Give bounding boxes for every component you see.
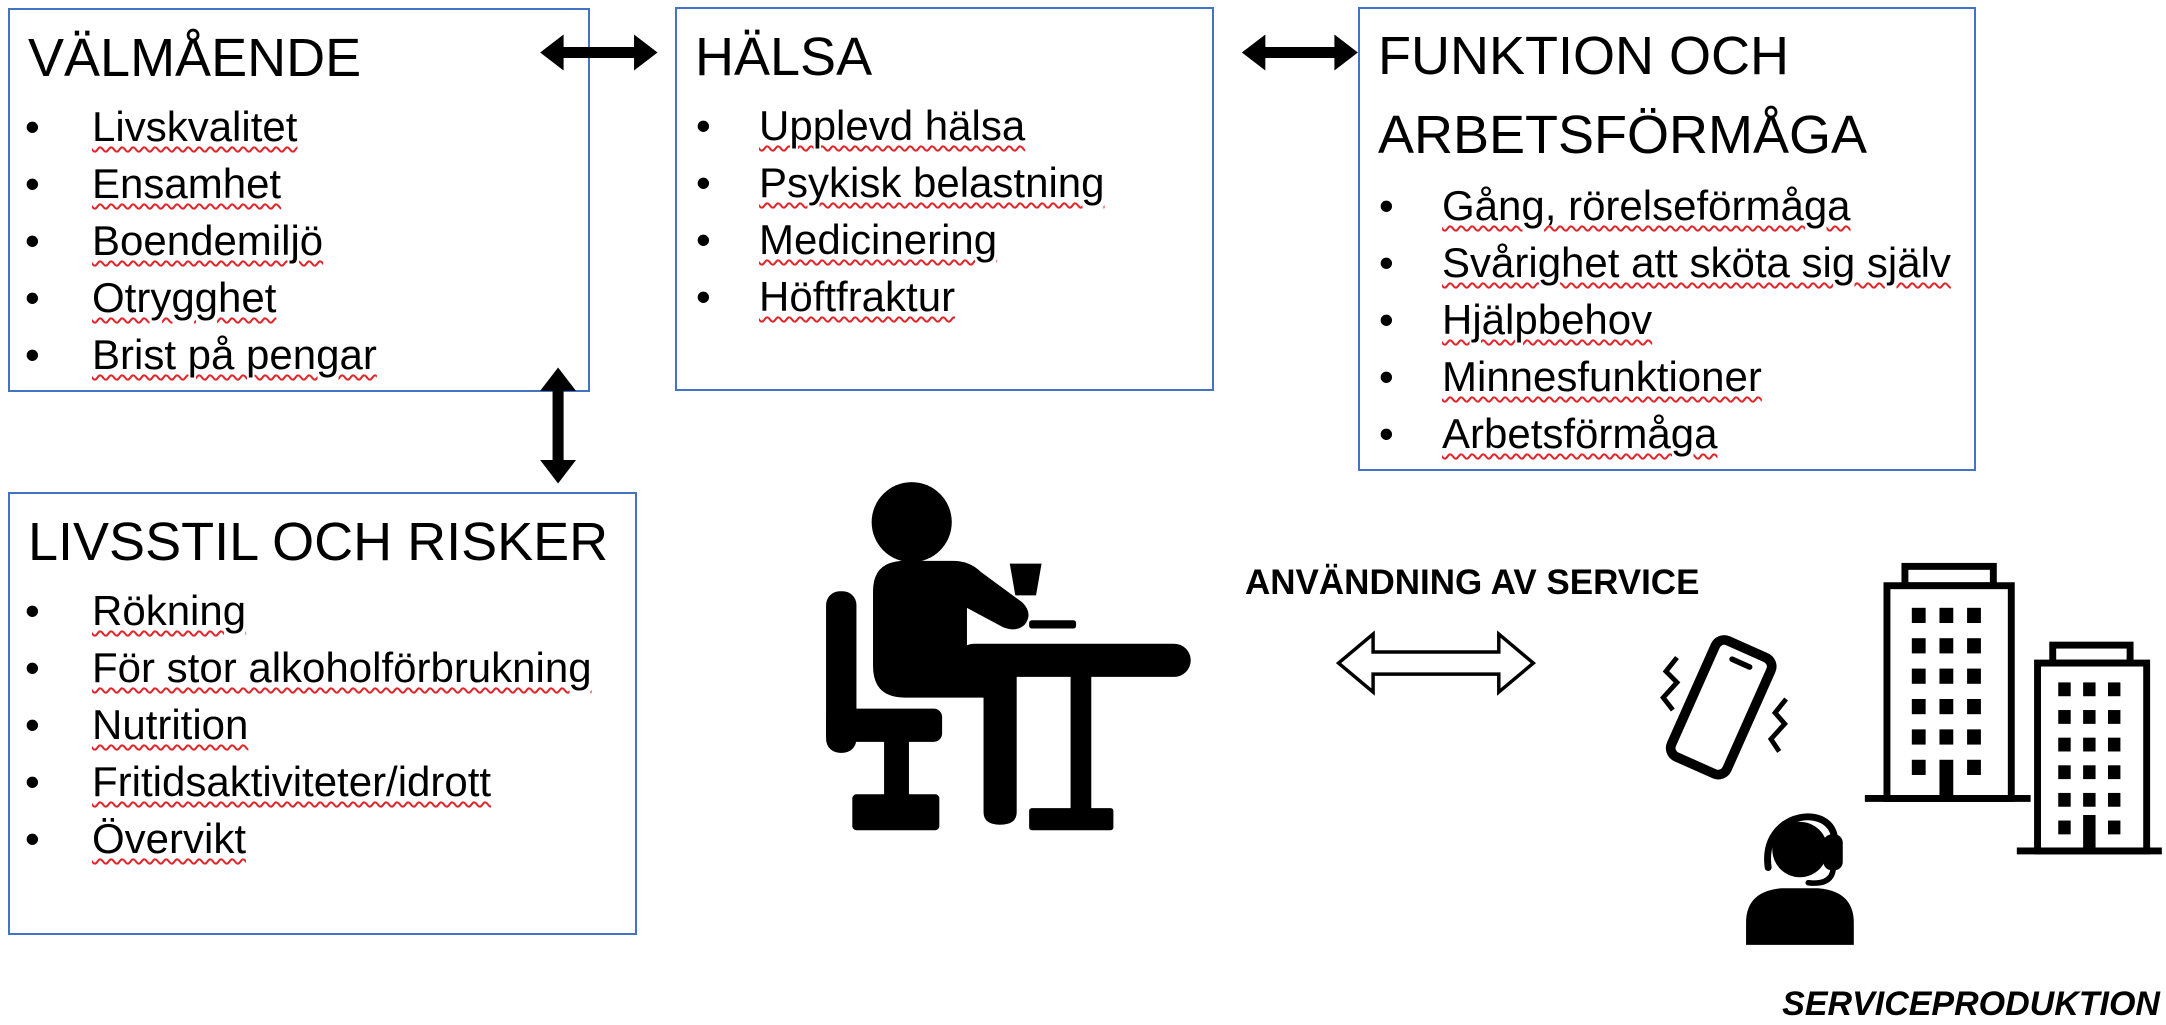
list-item-text: Fritidsaktiviteter/idrott bbox=[92, 758, 492, 805]
table-leg bbox=[1070, 674, 1092, 811]
chair-base bbox=[852, 794, 940, 831]
bullet-list: • Rökning • För stor alkoholförbrukning • N… bbox=[10, 582, 635, 867]
list-item: • Boendemiljö bbox=[10, 212, 588, 269]
bullet-marker: • bbox=[25, 758, 40, 805]
bullet-marker: • bbox=[696, 273, 711, 320]
list-item: • Upplevd hälsa bbox=[677, 97, 1212, 154]
outline-double-arrow-icon bbox=[1335, 630, 1537, 696]
bullet-marker: • bbox=[25, 644, 40, 691]
list-item-text: Otrygghet bbox=[92, 274, 277, 321]
list-item-text: Livskvalitet bbox=[92, 103, 298, 150]
short-building bbox=[2016, 641, 2162, 855]
bullet-marker: • bbox=[1379, 296, 1394, 343]
list-item: • Medicinering bbox=[677, 211, 1212, 268]
box-title: HÄLSA bbox=[695, 27, 873, 87]
list-item-text: Ensamhet bbox=[92, 160, 282, 207]
support-head bbox=[1772, 821, 1828, 878]
list-item: • Minnesfunktioner bbox=[1360, 348, 1974, 405]
list-item: • Arbetsförmåga bbox=[1360, 405, 1974, 462]
chair-seat bbox=[826, 708, 943, 742]
box-title: VÄLMÅENDE bbox=[28, 28, 362, 88]
list-item: • Svårighet att sköta sig själv bbox=[1360, 234, 1974, 291]
bullet-list: • Livskvalitet • Ensamhet • Boendemiljö • Ot… bbox=[10, 98, 588, 383]
list-item-text: Brist på pengar bbox=[92, 331, 377, 378]
table-foot bbox=[1029, 808, 1114, 831]
list-item: • Otrygghet bbox=[10, 269, 588, 326]
bullet-list: • Gång, rörelseförmåga • Svårighet att skö… bbox=[1360, 177, 1974, 462]
bullet-marker: • bbox=[696, 216, 711, 263]
list-item: • Livskvalitet bbox=[10, 98, 588, 155]
headset-earpiece bbox=[1823, 834, 1843, 871]
bullet-list: • Upplevd hälsa • Psykisk belastning • Medi… bbox=[677, 97, 1212, 325]
list-item: • För stor alkoholförbrukning bbox=[10, 639, 635, 696]
bullet-marker: • bbox=[1379, 410, 1394, 457]
person-head bbox=[871, 482, 952, 563]
list-item: • Nutrition bbox=[10, 696, 635, 753]
list-item-text: Psykisk belastning bbox=[759, 159, 1105, 206]
bullet-marker: • bbox=[25, 331, 40, 378]
list-item: • Brist på pengar bbox=[10, 326, 588, 383]
bullet-marker: • bbox=[25, 160, 40, 207]
vibration-lines-right bbox=[1767, 697, 1789, 753]
bullet-marker: • bbox=[1379, 182, 1394, 229]
chair-post bbox=[884, 739, 909, 798]
bullet-marker: • bbox=[25, 217, 40, 264]
headset-band bbox=[1764, 813, 1838, 871]
box-livsstil: LIVSSTIL OCH RISKER • Rökning • För stor a… bbox=[8, 492, 637, 935]
saucer bbox=[1029, 620, 1077, 629]
bullet-marker: • bbox=[25, 274, 40, 321]
bullet-marker: • bbox=[1379, 239, 1394, 286]
box-valmaende: VÄLMÅENDE • Livskvalitet • Ensamhet • Boend… bbox=[8, 8, 590, 392]
table-top bbox=[957, 643, 1191, 677]
list-item-text: Gång, rörelseförmåga bbox=[1442, 182, 1851, 229]
box-funktion: FUNKTION OCH ARBETSFÖRMÅGA • Gång, rörels… bbox=[1358, 7, 1976, 471]
list-item-text: Medicinering bbox=[759, 216, 998, 263]
service-production-label: SERVICEPRODUKTION bbox=[1782, 985, 2160, 1023]
box-halsa: HÄLSA • Upplevd hälsa • Psykisk belastning… bbox=[675, 7, 1214, 391]
phone-speaker bbox=[1729, 656, 1753, 670]
tall-building bbox=[1864, 562, 2031, 802]
phone-body bbox=[1665, 635, 1777, 780]
list-item-text: Höftfraktur bbox=[759, 273, 956, 320]
bullet-marker: • bbox=[1379, 353, 1394, 400]
vibrating-phone-icon bbox=[1660, 635, 1789, 780]
bullet-marker: • bbox=[696, 102, 711, 149]
service-use-label: ANVÄNDNING AV SERVICE bbox=[1245, 563, 1700, 602]
bullet-marker: • bbox=[696, 159, 711, 206]
list-item: • Hjälpbehov bbox=[1360, 291, 1974, 348]
list-item-text: Arbetsförmåga bbox=[1442, 410, 1718, 457]
list-item: • Ensamhet bbox=[10, 155, 588, 212]
person-at-desk-icon bbox=[826, 482, 1191, 831]
list-item-text: Minnesfunktioner bbox=[1442, 353, 1762, 400]
list-item-text: Övervikt bbox=[92, 815, 247, 862]
bullet-marker: • bbox=[25, 701, 40, 748]
list-item-text: Nutrition bbox=[92, 701, 249, 748]
bullet-marker: • bbox=[25, 587, 40, 634]
bullet-marker: • bbox=[25, 815, 40, 862]
bullet-marker: • bbox=[25, 103, 40, 150]
list-item: • Övervikt bbox=[10, 810, 635, 867]
chair-back bbox=[826, 591, 857, 753]
list-item: • Höftfraktur bbox=[677, 268, 1212, 325]
box-title: LIVSSTIL OCH RISKER bbox=[28, 512, 609, 572]
list-item-text: Hjälpbehov bbox=[1442, 296, 1653, 343]
cup bbox=[1009, 563, 1042, 596]
person-body bbox=[873, 560, 1029, 825]
support-body bbox=[1746, 888, 1854, 945]
customer-service-headset-icon bbox=[1746, 813, 1854, 945]
list-item-text: Boendemiljö bbox=[92, 217, 324, 264]
list-item-text: Rökning bbox=[92, 587, 247, 634]
list-item: • Gång, rörelseförmåga bbox=[1360, 177, 1974, 234]
list-item-text: Upplevd hälsa bbox=[759, 102, 1026, 149]
office-buildings-icon bbox=[1864, 562, 2162, 855]
list-item: • Fritidsaktiviteter/idrott bbox=[10, 753, 635, 810]
vibration-lines-left bbox=[1660, 656, 1681, 712]
list-item: • Psykisk belastning bbox=[677, 154, 1212, 211]
list-item-text: För stor alkoholförbrukning bbox=[92, 644, 592, 691]
arrow-halsa-funktion bbox=[1241, 34, 1358, 71]
list-item-text: Svårighet att sköta sig själv bbox=[1442, 239, 1951, 286]
headset-microphone bbox=[1805, 867, 1836, 886]
box-title: FUNKTION OCH ARBETSFÖRMÅGA bbox=[1378, 26, 1868, 165]
list-item: • Rökning bbox=[10, 582, 635, 639]
